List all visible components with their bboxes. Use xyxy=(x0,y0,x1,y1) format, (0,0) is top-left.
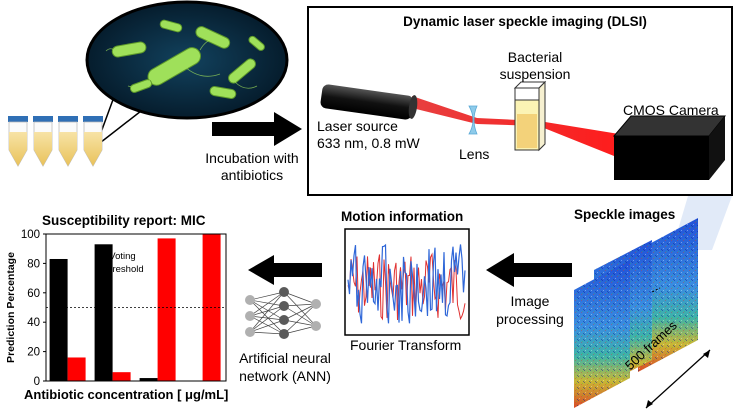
chart-axis-frame xyxy=(45,233,227,382)
laser-label-2: 633 nm, 0.8 mW xyxy=(317,135,420,151)
frames-double-arrow xyxy=(645,349,711,409)
chart-y-axis-label: Prediction Percentage xyxy=(5,252,17,363)
ann-arrow xyxy=(248,255,322,285)
incubation-label-1: Incubation with xyxy=(205,150,299,166)
y-tick-label: 40 xyxy=(27,317,40,329)
ann-label-1: Artificial neural xyxy=(239,350,331,366)
cuvette xyxy=(513,80,547,152)
camera-label: CMOS Camera xyxy=(623,102,719,118)
incubation-label-2: antibiotics xyxy=(220,167,284,183)
threshold-label-2: Threshold xyxy=(101,264,143,275)
y-tick-label: 20 xyxy=(27,347,40,359)
suspension-label-2: suspension xyxy=(499,66,571,82)
processing-label-1: Image xyxy=(510,293,550,309)
dlsi-setup-box xyxy=(307,6,733,196)
speckle-title: Speckle images xyxy=(574,207,676,222)
report-title: Susceptibility report: MIC xyxy=(42,213,206,228)
y-tick-label: 0 xyxy=(34,376,40,388)
chart-x-axis-label: Antibiotic concentration [ μg/mL] xyxy=(24,387,229,402)
speckle-frame-front xyxy=(574,260,630,408)
y-tick-label: 100 xyxy=(21,229,40,241)
dlsi-optics xyxy=(320,80,727,180)
bar-red-1 xyxy=(67,357,86,381)
processing-arrow xyxy=(486,253,572,287)
incubation-arrow xyxy=(212,112,302,146)
speckle-frame-back xyxy=(638,218,698,372)
bacteria-microscope-view xyxy=(85,0,289,120)
y-tick-label: 60 xyxy=(27,288,40,300)
cmos-camera xyxy=(612,115,727,180)
lens xyxy=(468,105,478,135)
motion-caption: Fourier Transform xyxy=(350,337,462,353)
sample-tubes xyxy=(8,116,103,167)
fourier-signal-plot xyxy=(344,228,470,336)
bar-black-2 xyxy=(94,244,113,381)
neural-network-diagram xyxy=(245,287,321,339)
y-tick-label: 80 xyxy=(27,258,40,270)
mic-bar-chart: 0 20 40 60 80 100 Prediction Percentage Votin… xyxy=(5,229,227,388)
lens-label: Lens xyxy=(459,146,490,162)
bar-red-2 xyxy=(112,372,131,381)
ann-label-2: network (ANN) xyxy=(239,368,331,384)
laser-source xyxy=(320,84,418,120)
threshold-label-1: Voting xyxy=(109,251,135,262)
laser-label-1: Laser source xyxy=(317,118,398,134)
suspension-label-1: Bacterial xyxy=(507,49,563,65)
speckle-stack xyxy=(574,196,732,409)
bacteria-illustration xyxy=(8,0,289,167)
motion-title: Motion information xyxy=(341,209,464,224)
processing-label-2: processing xyxy=(496,311,564,327)
dlsi-title: Dynamic laser speckle imaging (DLSI) xyxy=(403,14,647,29)
bar-black-3 xyxy=(139,378,158,381)
bar-red-3 xyxy=(157,238,176,381)
bar-black-1 xyxy=(49,258,68,381)
